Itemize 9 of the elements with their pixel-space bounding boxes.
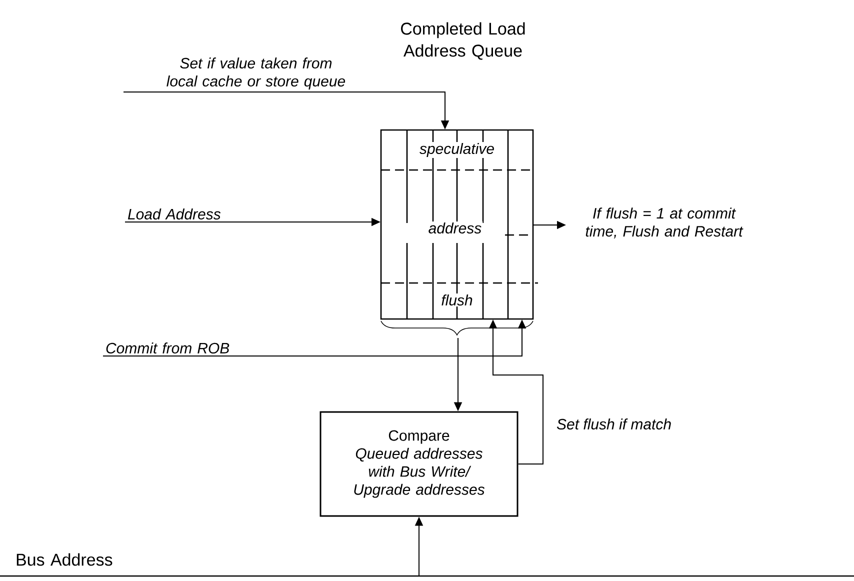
annotation-text: Load Address: [128, 208, 221, 220]
node-label: Completed Load Address Queue: [401, 22, 525, 60]
annotation-text: Commit from ROB: [106, 342, 230, 354]
queue-box: Completed Load Address Queue speculative address flush: [380, 22, 538, 320]
edge-label: Set flush if match: [556, 418, 673, 431]
compare-box: Compare Queued addresses with Bus Write/ Upgrade addresses: [320, 411, 518, 517]
bus-line: Bus Address: [0, 553, 854, 577]
annotation-text: Set if value taken from local cache or store queue: [166, 58, 346, 90]
annotation-text: If flush = 1 at commit time, Flush and Restart: [586, 208, 744, 238]
